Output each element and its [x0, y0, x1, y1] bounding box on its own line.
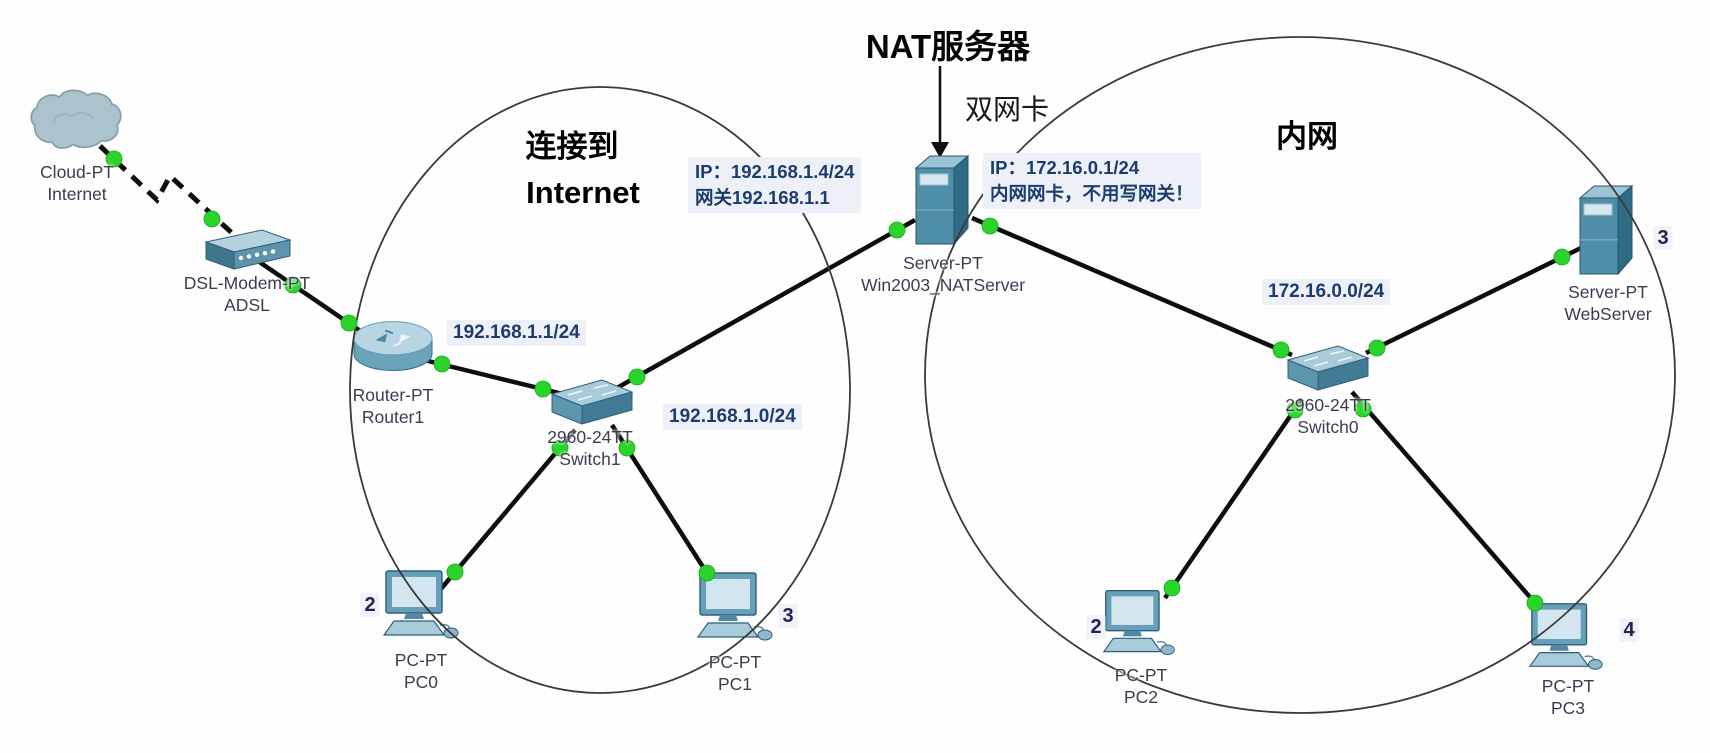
link-status-dot — [1272, 341, 1290, 359]
zone-label-internet-line2: Internet — [526, 175, 640, 210]
label-pc0: PC-PT PC0 — [395, 649, 448, 694]
pc2-icon[interactable] — [1103, 589, 1176, 656]
nat-inner-ip-note: IP：172.16.0.1/24 内网网卡，不用写网关！ — [983, 153, 1201, 209]
device-name: ADSL — [224, 295, 270, 316]
label-nat-server: Server-PT Win2003_NATServer — [861, 252, 1025, 297]
link-status-dot — [105, 150, 123, 168]
nat-inner-note: 内网网卡，不用写网关！ — [990, 182, 1194, 204]
zone-ellipse-internet — [349, 86, 851, 694]
link-status-dot — [1286, 401, 1304, 419]
link-status-dot — [981, 217, 999, 235]
link-status-dot — [1368, 339, 1386, 357]
device-model: Cloud-PT — [40, 162, 114, 182]
label-cloud: Cloud-PT Internet — [40, 161, 114, 206]
label-switch0: 2960-24TT Switch0 — [1285, 394, 1371, 439]
device-model: PC-PT — [708, 652, 762, 672]
device-name: PC0 — [403, 672, 439, 693]
link-status-dot — [1526, 594, 1544, 612]
nat-server-title: NAT服务器 — [865, 28, 1031, 65]
link-cloud-modem — [98, 144, 235, 236]
link-status-dots — [105, 150, 1571, 612]
web-server-icon[interactable] — [1579, 185, 1633, 275]
link-status-dot — [888, 221, 906, 239]
label-modem: DSL-Modem-PT ADSL — [184, 272, 310, 317]
link-switch1-natserver — [613, 218, 917, 391]
nat-inner-ip: IP：172.16.0.1/24 — [990, 157, 1140, 178]
device-model: Router-PT — [352, 385, 434, 405]
device-name: Win2003_NATServer — [860, 275, 1026, 296]
device-name: Router1 — [361, 407, 425, 428]
link-status-dot — [618, 439, 636, 457]
link-status-dot — [1163, 579, 1181, 597]
dual-nic-note: 双网卡 — [965, 94, 1050, 125]
outer-subnet-label: 192.168.1.0/24 — [663, 404, 802, 430]
label-pc2: PC-PT PC2 — [1115, 664, 1168, 709]
link-status-dot — [1354, 400, 1372, 418]
label-web-server: Server-PT WebServer — [1564, 281, 1651, 326]
link-switch0-webserver — [1365, 244, 1584, 356]
link-status-dot — [534, 380, 552, 398]
link-status-dot — [698, 564, 716, 582]
device-name: PC1 — [717, 674, 753, 695]
link-switch0-pc3 — [1350, 390, 1544, 613]
pc1-icon[interactable] — [697, 572, 773, 641]
zone-label-internet-line1: 连接到 — [525, 129, 619, 164]
router-icon[interactable] — [352, 320, 434, 372]
device-model: PC-PT — [394, 650, 448, 670]
link-status-dot — [284, 276, 302, 294]
device-name: Switch0 — [1297, 417, 1359, 438]
port-number-pc2: 2 — [1086, 615, 1106, 639]
link-status-dot — [340, 314, 358, 332]
zone-ellipse-intranet — [924, 36, 1676, 714]
zone-label-intranet: 内网 — [1276, 119, 1338, 154]
device-name: Switch1 — [559, 449, 621, 470]
inner-subnet-label: 172.16.0.0/24 — [1262, 279, 1391, 305]
nat-arrow-head — [931, 142, 949, 158]
link-status-dot — [433, 355, 451, 373]
device-model: 2960-24TT — [547, 427, 633, 447]
label-pc3: PC-PT PC3 — [1542, 675, 1595, 720]
label-switch1: 2960-24TT Switch1 — [547, 426, 633, 471]
label-pc1: PC-PT PC1 — [709, 651, 762, 696]
device-model: DSL-Modem-PT — [183, 273, 311, 293]
port-number-pc0: 2 — [360, 593, 380, 617]
link-status-dot — [551, 439, 569, 457]
link-status-dot — [1553, 248, 1571, 266]
device-model: 2960-24TT — [1285, 395, 1371, 415]
dsl-modem-icon[interactable] — [205, 229, 291, 270]
port-number-pc1: 3 — [778, 604, 798, 628]
nat-outer-ip-note: IP：192.168.1.4/24 网关192.168.1.1 — [688, 157, 862, 213]
link-status-dot — [446, 563, 464, 581]
port-number-pc3: 4 — [1619, 618, 1639, 642]
device-model: PC-PT — [1114, 665, 1168, 685]
device-name: PC2 — [1123, 687, 1159, 708]
nat-outer-ip: IP：192.168.1.4/24 — [695, 161, 855, 182]
link-status-dot — [628, 368, 646, 386]
link-switch1-pc0 — [438, 428, 577, 592]
device-name: WebServer — [1564, 304, 1652, 325]
switch0-icon[interactable] — [1287, 345, 1369, 391]
link-switch0-pc2 — [1163, 397, 1304, 600]
link-status-dot — [203, 210, 221, 228]
nat-outer-gateway: 网关192.168.1.1 — [695, 186, 830, 208]
port-number-webserver: 3 — [1653, 226, 1673, 250]
device-model: Server-PT — [903, 253, 983, 273]
device-name: Internet — [47, 184, 107, 205]
device-model: Server-PT — [1568, 282, 1648, 302]
link-natserver-switch0 — [971, 215, 1293, 358]
cloud-icon[interactable] — [30, 89, 122, 149]
device-name: PC3 — [1550, 698, 1586, 719]
device-model: PC-PT — [1541, 676, 1595, 696]
router-ip-label: 192.168.1.1/24 — [447, 320, 586, 346]
label-router: Router-PT Router1 — [353, 384, 434, 429]
